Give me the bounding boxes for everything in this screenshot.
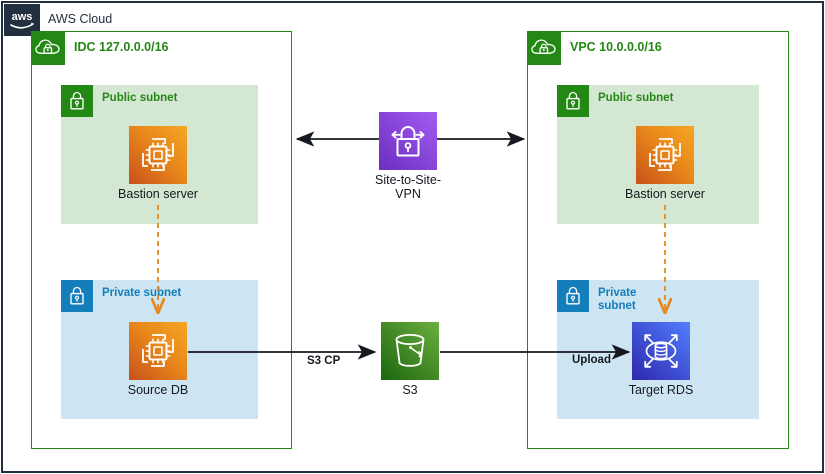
node-source-db[interactable]: Source DB <box>128 322 188 397</box>
subnet-vpc-public-label: Public subnet <box>598 92 674 104</box>
node-idc-bastion-server[interactable]: Bastion server <box>118 126 198 201</box>
s3-bucket-icon <box>381 322 439 380</box>
lock-icon <box>557 85 589 117</box>
aws-logo-icon: aws <box>4 4 40 36</box>
node-site-to-site-vpn[interactable]: Site-to-Site- VPN <box>375 112 441 201</box>
node-source-db-label: Source DB <box>127 383 189 397</box>
lock-icon <box>61 85 93 117</box>
edge-label-upload: Upload <box>572 354 611 366</box>
vpn-lock-icon <box>379 112 437 170</box>
aws-cloud-label: AWS Cloud <box>48 12 113 26</box>
svg-text:aws: aws <box>12 11 33 23</box>
lock-icon <box>557 280 589 312</box>
node-vpc-bastion-server[interactable]: Bastion server <box>625 126 705 201</box>
node-s3-label: S3 <box>402 383 418 397</box>
lock-icon <box>61 280 93 312</box>
vpc-cloud-lock-icon <box>527 31 561 65</box>
rds-database-icon <box>632 322 690 380</box>
group-idc-label: IDC 127.0.0.0/16 <box>74 40 169 54</box>
node-site-to-site-vpn-label: Site-to-Site- VPN <box>375 173 441 201</box>
subnet-idc-private-label: Private subnet <box>102 287 182 299</box>
edge-label-s3-cp: S3 CP <box>307 355 341 367</box>
node-s3[interactable]: S3 <box>381 322 439 397</box>
subnet-vpc-private-label: Private subnet <box>598 287 637 312</box>
ec2-instance-icon <box>636 126 694 184</box>
ec2-instance-icon <box>129 126 187 184</box>
node-idc-bastion-server-label: Bastion server <box>118 187 198 201</box>
node-vpc-bastion-server-label: Bastion server <box>625 187 705 201</box>
node-target-rds[interactable]: Target RDS <box>629 322 693 397</box>
node-target-rds-label: Target RDS <box>628 383 694 397</box>
subnet-idc-public-label: Public subnet <box>102 92 178 104</box>
ec2-instance-icon <box>129 322 187 380</box>
group-vpc-label: VPC 10.0.0.0/16 <box>570 40 662 54</box>
vpc-cloud-lock-icon <box>31 31 65 65</box>
